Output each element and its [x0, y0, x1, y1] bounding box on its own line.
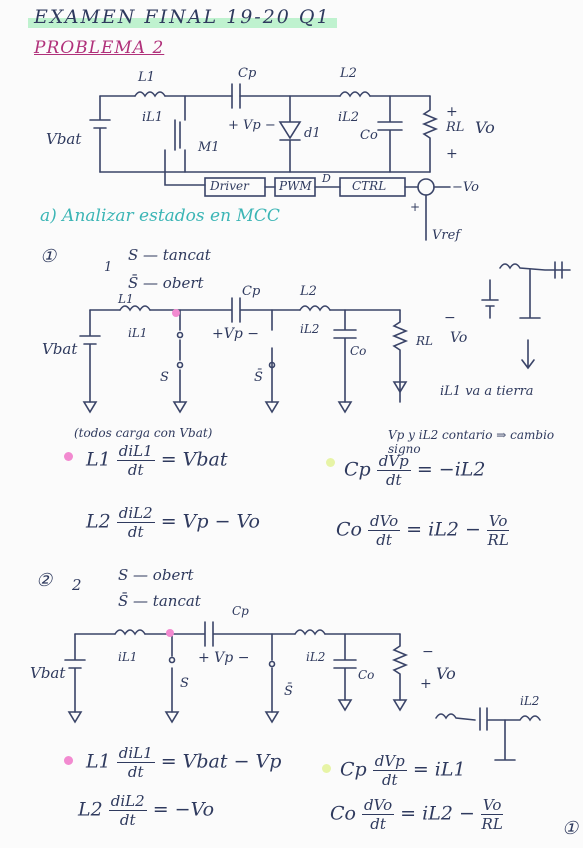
summing-junction [417, 178, 435, 196]
s1-side-note: iL1 va a tierra [440, 384, 534, 399]
s2-label-vbat: Vbat [30, 664, 66, 682]
s2-label-sbar: S̄ [284, 684, 293, 699]
label-vo: Vo [475, 118, 495, 137]
label-fb-plus: + [410, 200, 421, 214]
s1-label-vp: +Vp − [212, 326, 259, 342]
label-m1: M1 [198, 140, 220, 155]
label-vo-plus-top: + [446, 104, 458, 120]
s2-label-il1: iL1 [118, 650, 138, 664]
inductor-l2 [339, 91, 371, 98]
inductor-l1 [134, 91, 166, 98]
s2-label-co: Co [358, 668, 375, 682]
s1-label-l2: L2 [300, 284, 317, 299]
capacitor-co [377, 95, 403, 173]
s1-label-l1: L1 [118, 292, 134, 306]
label-driver: Driver [210, 179, 249, 193]
s2-label-cp: Cp [232, 604, 249, 618]
label-l1: L1 [138, 70, 155, 85]
page-title: EXAMEN FINAL 19-20 Q1 [28, 6, 337, 28]
s2-label-vo-minus: − [422, 644, 434, 660]
s1-label-vo: Vo [450, 330, 468, 346]
label-vref: Vref [432, 228, 461, 243]
state1-sbar-state: S̄ — obert [128, 274, 204, 292]
capacitor-cp [231, 83, 241, 109]
s1-label-vbat: Vbat [42, 340, 78, 358]
label-l2: L2 [340, 66, 357, 81]
s1-label-il1: iL1 [128, 326, 148, 340]
s2-side-il2: iL2 [520, 694, 540, 708]
state1-switch-number: 1 [104, 260, 113, 275]
s1-label-cp: Cp [242, 284, 261, 299]
state1-number: ① [40, 246, 57, 267]
s2-label-il2: iL2 [306, 650, 326, 664]
s2-eq1-bullet [64, 756, 73, 765]
s1-note-charge: (todos carga con Vbat) [74, 426, 213, 440]
label-vo-plus-bottom: + [446, 146, 458, 162]
state2-switch-number: 2 [72, 576, 82, 594]
label-co: Co [360, 128, 378, 143]
s2-label-s: S [180, 676, 189, 691]
label-vbat: Vbat [46, 130, 82, 148]
resistor-rl [421, 95, 439, 173]
question-a: a) Analizar estados en MCC [40, 206, 280, 226]
s1-eq2-bullet [326, 458, 335, 467]
s2-label-vo-plus: + [420, 676, 432, 692]
label-ctrl: CTRL [352, 179, 387, 193]
s1-label-co: Co [350, 344, 367, 358]
label-vp: + Vp − [228, 118, 276, 133]
s1-eq1-bullet [64, 452, 73, 461]
s1-label-il2: iL2 [300, 322, 320, 336]
battery-vbat [89, 95, 111, 173]
problem-title: PROBLEMA 2 [34, 38, 165, 58]
state1-circuit [79, 261, 571, 414]
state1-s-state: S — tancat [128, 246, 211, 264]
s1-label-minus: − [444, 310, 456, 326]
s1-label-s: S [160, 370, 169, 385]
diode-d1 [278, 95, 302, 173]
s2-label-vp: + Vp − [198, 650, 250, 666]
label-rl: RL [446, 120, 465, 135]
main-circuit [89, 83, 451, 241]
label-il1: iL1 [142, 110, 164, 125]
page-number: ① [562, 818, 579, 839]
s1-label-sbar: S̄ [254, 370, 263, 385]
mosfet-m1 [174, 95, 186, 173]
label-vo-feedback: −Vo [452, 180, 479, 195]
label-pwm: PWM [279, 179, 312, 193]
state2-s-state: S — obert [118, 566, 194, 584]
state2-circuit [64, 621, 541, 761]
s1-label-rl: RL [416, 334, 434, 348]
s2-label-vo: Vo [436, 664, 456, 683]
label-d1: d1 [304, 126, 321, 141]
s2-eq2-bullet [322, 764, 331, 773]
state2-sbar-state: S̄ — tancat [118, 592, 201, 610]
label-cp: Cp [238, 66, 257, 81]
s1-note-sign: Vp y iL2 contario ⇒ cambio signo [388, 428, 555, 456]
label-il2: iL2 [338, 110, 360, 125]
label-d: D [322, 172, 331, 185]
state2-number: ② [36, 570, 53, 591]
